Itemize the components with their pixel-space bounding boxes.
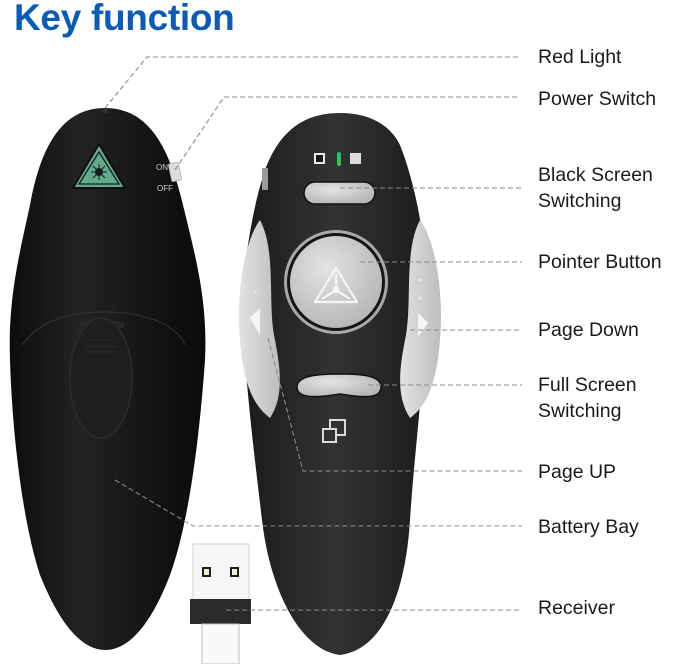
white-screen-indicator-icon: [350, 153, 361, 164]
laser-warning-icon: [72, 143, 126, 189]
usb-receiver: [190, 543, 251, 664]
switch-on-label: ON: [156, 163, 168, 172]
callout-pointer-button: Pointer Button: [538, 251, 662, 273]
power-switch[interactable]: [168, 162, 182, 182]
switch-off-label: OFF: [157, 184, 173, 193]
laser-pointer-icon: [313, 266, 359, 304]
callout-full-screen-switching: Full Screen Switching: [538, 374, 637, 422]
callout-red-light: Red Light: [538, 46, 622, 68]
red-light-port: [102, 108, 108, 114]
remote-front-view: [239, 113, 441, 655]
callout-receiver: Receiver: [538, 597, 615, 619]
remote-back-view: ON OFF: [9, 108, 206, 650]
callout-battery-bay: Battery Bay: [538, 516, 639, 538]
callout-page-down: Page Down: [538, 319, 639, 341]
leader-lines: [104, 56, 522, 611]
full-screen-button[interactable]: [296, 373, 382, 398]
callout-power-switch: Power Switch: [538, 88, 657, 110]
callout-page-up: Page UP: [538, 461, 617, 483]
page-title: Key function: [14, 0, 235, 38]
black-screen-indicator-icon: [314, 153, 325, 164]
fullscreen-windows-icon: [322, 419, 346, 443]
green-led-indicator: [337, 152, 341, 166]
battery-bay-cover[interactable]: [69, 317, 133, 439]
callout-black-screen-switching: Black Screen Switching: [538, 164, 653, 212]
black-screen-button[interactable]: [303, 181, 376, 205]
